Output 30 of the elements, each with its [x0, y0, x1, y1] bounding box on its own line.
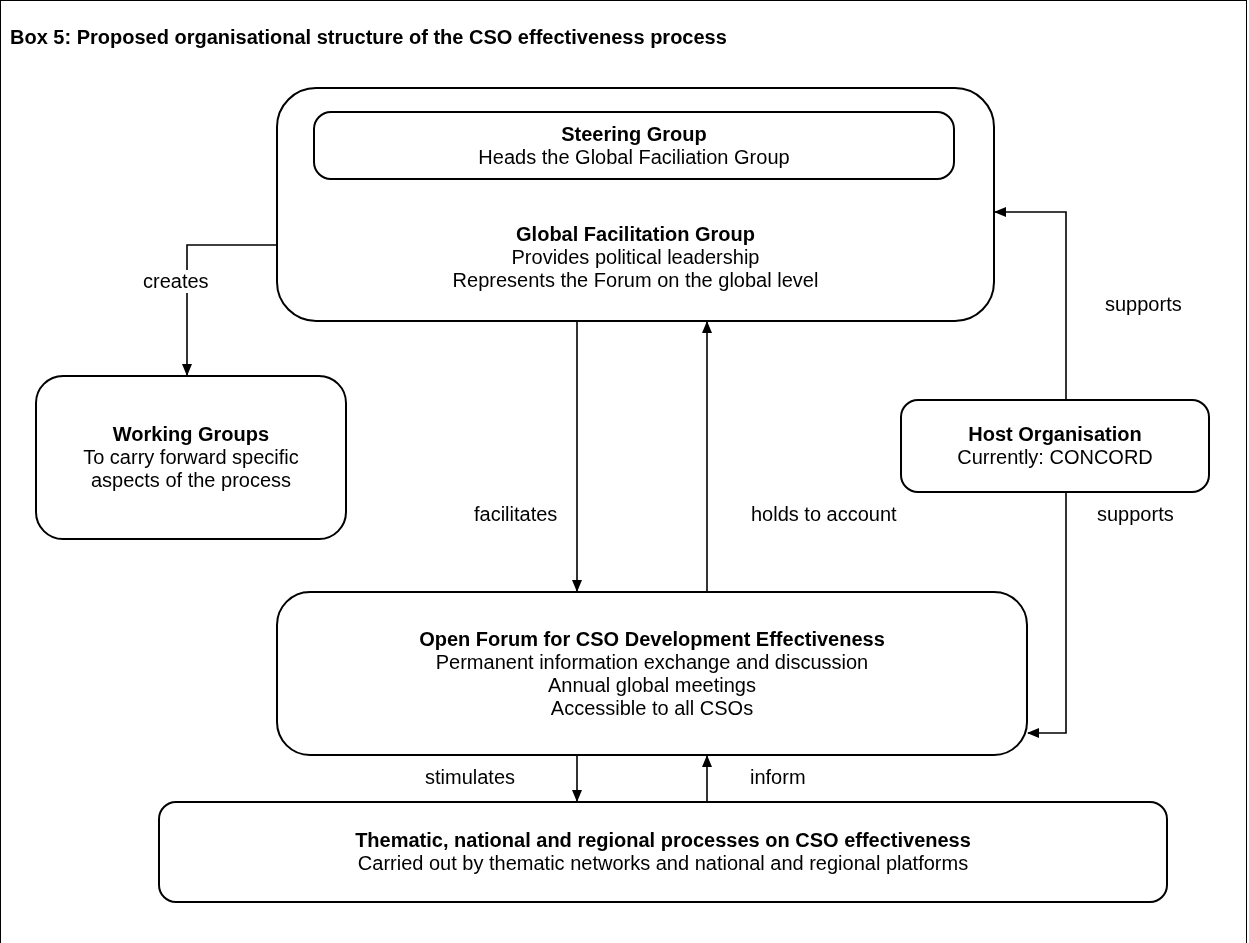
box-text: Permanent information exchange and discussion — [435, 650, 869, 674]
box-text: Provides political leadership — [511, 246, 760, 269]
rounded-box — [313, 111, 955, 180]
box-heading: Working Groups — [112, 423, 270, 446]
box-heading: Global Facilitation Group — [516, 223, 755, 246]
box-heading: Thematic, national and regional processes on CSO effectiveness — [355, 829, 971, 852]
rounded-box — [158, 801, 1168, 903]
edge-label: creates — [141, 270, 211, 293]
arrow — [702, 755, 712, 802]
box-text: Heads the Global Faciliation Group — [478, 145, 790, 169]
rounded-box — [276, 87, 995, 322]
arrow — [1027, 492, 1067, 738]
box-text: To carry forward specific aspects of the process — [82, 446, 300, 492]
arrow — [182, 244, 277, 376]
box-text: Currently: CONCORD — [957, 446, 1153, 469]
rounded-box — [900, 399, 1210, 493]
rounded-box — [35, 375, 347, 540]
rounded-box — [276, 591, 1028, 756]
box-heading: Open Forum for CSO Development Effectiveness — [419, 627, 885, 651]
box-heading: Steering Group — [561, 122, 707, 146]
arrow — [572, 321, 582, 592]
diagram-title: Box 5: Proposed organisational structure of the CSO effectiveness process — [10, 26, 727, 49]
box-text: Carried out by thematic networks and national and regional platforms — [357, 852, 969, 875]
box-text: Represents the Forum on the global level — [452, 269, 819, 292]
arrow — [702, 321, 712, 592]
arrow — [572, 755, 582, 802]
arrow — [994, 207, 1067, 400]
box-heading: Host Organisation — [968, 423, 1142, 446]
box-text: Accessible to all CSOs — [550, 696, 754, 720]
box-text: Annual global meetings — [548, 673, 756, 697]
